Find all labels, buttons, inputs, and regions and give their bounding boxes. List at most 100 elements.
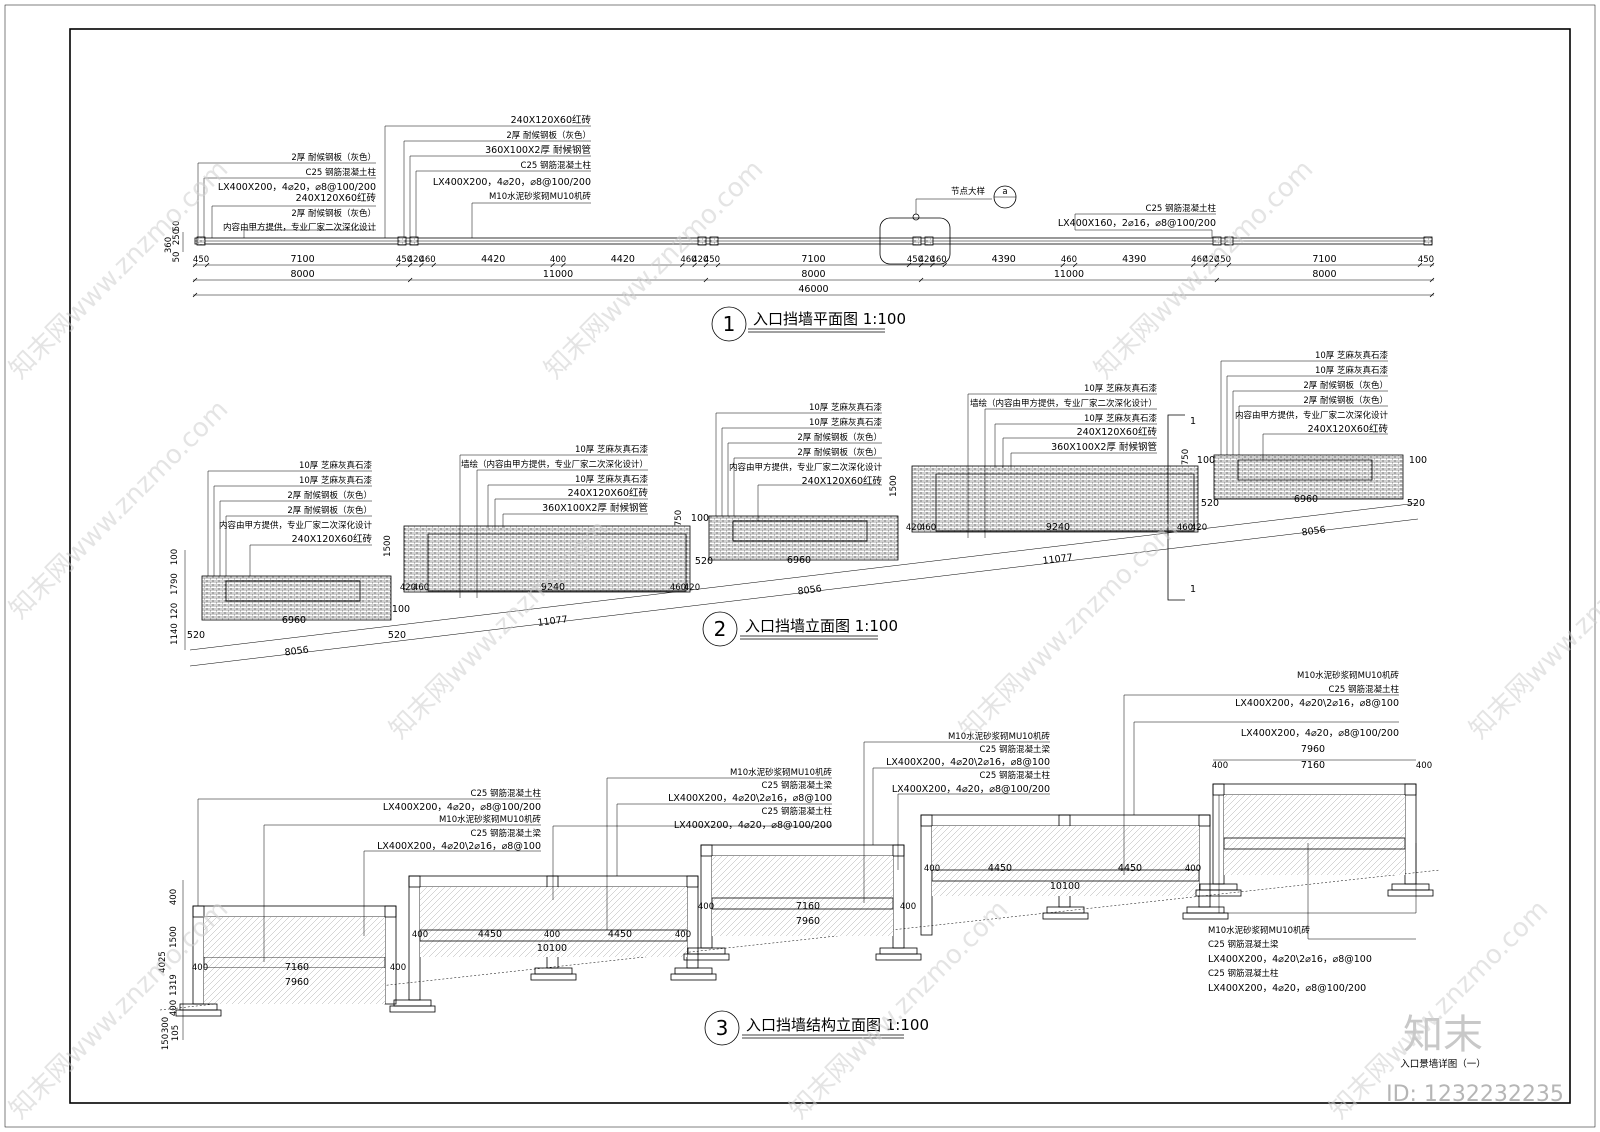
plan-title-number: 1 <box>723 312 736 336</box>
struct-title-number: 3 <box>716 1016 729 1040</box>
dim-tick <box>1190 262 1196 268</box>
dim-text: 400 <box>412 930 428 940</box>
struct-title: 入口挡墙结构立面图 1:100 <box>746 1016 929 1034</box>
dim-text: 6960 <box>787 555 811 566</box>
callout-text: 360X100X2厚 耐候钢管 <box>542 502 648 514</box>
callout-text: M10水泥砂浆砌MU10机砖 <box>1208 925 1311 936</box>
callout-text: C25 钢筋混凝土梁 <box>762 780 833 791</box>
callout-text: 墙绘（内容由甲方提供，专业厂家二次深化设计） <box>461 459 648 470</box>
dim-text: 400 <box>1185 864 1201 874</box>
callout-text: 10厚 芝麻灰真石漆 <box>1315 365 1389 376</box>
callout-text: 240X120X60红砖 <box>292 533 373 545</box>
plan-post <box>1212 236 1222 246</box>
wall-elev-long <box>911 465 1199 533</box>
elev-callouts-2: 10厚 芝麻灰真石漆 墙绘（内容由甲方提供，专业厂家二次深化设计） 10厚 芝麻… <box>459 444 648 598</box>
structure-view: C25 钢筋混凝土柱 LX400X200，4⌀20，⌀8@100/200 M10… <box>158 670 1441 1050</box>
dim-tick <box>1214 277 1220 283</box>
watermark: 知末网www.znzmo.com <box>4 394 235 625</box>
wall-elev-long <box>403 525 691 593</box>
dim-text: 8056 <box>797 584 822 598</box>
plan-callouts-c: C25 钢筋混凝土柱 LX400X160，2⌀16，⌀8@100/200 <box>1058 203 1216 238</box>
dim-text: 450 <box>907 255 923 265</box>
callout-text: M10水泥砂浆砌MU10机砖 <box>489 191 592 202</box>
dim-text: 460 <box>920 523 936 533</box>
dim-text: 520 <box>695 556 713 567</box>
dim-text: 400 <box>1212 761 1228 771</box>
dim-text: 4450 <box>478 929 502 940</box>
dim-text: 400 <box>900 902 916 912</box>
plan-post <box>1224 236 1234 246</box>
dim-tick <box>192 292 198 298</box>
plan-dim-ticks <box>192 262 1435 298</box>
callout-text: C25 钢筋混凝土柱 <box>521 160 592 171</box>
dim-text: 10100 <box>537 943 567 954</box>
dim-text: 150 <box>161 1034 171 1050</box>
dim-text: 400 <box>169 1000 179 1016</box>
dim-text: 1500 <box>169 926 179 948</box>
plan-post <box>709 236 719 246</box>
dim-text: 4450 <box>1118 863 1142 874</box>
frame-3 <box>683 844 922 961</box>
dim-text: 450 <box>1215 255 1231 265</box>
dim-text: 400 <box>924 864 940 874</box>
plan-post <box>924 236 934 246</box>
dim-text: 450 <box>193 255 209 265</box>
wall-elev-short <box>201 575 392 621</box>
dim-text: 1500 <box>889 475 899 497</box>
plan-callouts-b: 240X120X60红砖 2厚 耐候钢板（灰色） 360X100X2厚 耐候钢管… <box>384 114 592 238</box>
dim-tick <box>715 262 721 268</box>
callout-text: M10水泥砂浆砌MU10机砖 <box>439 814 542 825</box>
dim-text: 460 <box>930 255 946 265</box>
dim-text: 100 <box>170 549 180 565</box>
dim-text: 7160 <box>1301 760 1325 771</box>
dim-text: 1140 <box>170 623 180 645</box>
plan-post <box>397 236 407 246</box>
callout-text: M10水泥砂浆砌MU10机砖 <box>1297 670 1400 681</box>
dim-tick <box>1072 262 1078 268</box>
section-mark: 1 <box>1190 416 1196 427</box>
node-detail-frame <box>879 217 951 265</box>
dim-tick <box>703 262 709 268</box>
callout-text: C25 钢筋混凝土柱 <box>980 770 1051 781</box>
frame-2 <box>389 875 717 1013</box>
dim-text: 8056 <box>284 645 309 659</box>
plan-post <box>1423 236 1433 246</box>
dim-tick <box>906 262 912 268</box>
dim-text: 100 <box>1409 455 1427 466</box>
callout-text: LX400X160，2⌀16，⌀8@100/200 <box>1058 218 1216 229</box>
dim-tick <box>550 262 555 268</box>
dim-text: 100 <box>392 604 410 615</box>
callout-text: 10厚 芝麻灰真石漆 <box>299 460 373 471</box>
dim-text: 4390 <box>1122 254 1146 265</box>
elevation-view: 10厚 芝麻灰真石漆 10厚 芝麻灰真石漆 2厚 耐候钢板（灰色） 2厚 耐候钢… <box>170 350 1427 667</box>
dim-text: 460 <box>1191 255 1207 265</box>
dim-text: 8000 <box>290 269 314 280</box>
dim-text: 450 <box>704 255 720 265</box>
dim-text: 7960 <box>285 977 309 988</box>
dim-text: 520 <box>187 630 205 641</box>
dim-text: 7100 <box>801 254 825 265</box>
watermark: 知末网www.znzmo.com <box>1464 514 1600 745</box>
callout-text: LX400X200，4⌀20，⌀8@100/200 <box>383 802 541 813</box>
dim-text: 520 <box>1201 498 1219 509</box>
callout-text: 360X100X2厚 耐候钢管 <box>1051 441 1157 453</box>
struct-title-circle <box>704 1010 740 1046</box>
struct-callouts-2: M10水泥砂浆砌MU10机砖 C25 钢筋混凝土梁 LX400X200，4⌀20… <box>552 767 833 930</box>
callout-text: LX400X200，4⌀20，⌀8@100/200 <box>1241 728 1399 739</box>
dim-text: 4390 <box>992 254 1016 265</box>
frame-1 <box>175 905 397 1017</box>
callout-text: 内容由甲方提供，专业厂家二次深化设计 <box>729 462 883 473</box>
dim-tick <box>192 262 198 268</box>
callout-text: LX400X200，4⌀20，⌀8@100/200 <box>218 182 376 193</box>
dim-text: 6960 <box>282 615 306 626</box>
callout-text: LX400X200，4⌀20\2⌀16，⌀8@100 <box>1235 698 1399 709</box>
callout-text: 10厚 芝麻灰真石漆 <box>299 475 373 486</box>
plan-post <box>697 236 707 246</box>
dim-tick <box>1060 262 1066 268</box>
callout-text: C25 钢筋混凝土梁 <box>471 828 542 839</box>
callout-text: 240X120X60红砖 <box>511 114 592 126</box>
callout-text: 2厚 耐候钢板（灰色） <box>1303 380 1388 391</box>
dim-text: 420 <box>906 523 922 533</box>
plan-left-dims: 360 50 250 50 <box>164 221 184 262</box>
